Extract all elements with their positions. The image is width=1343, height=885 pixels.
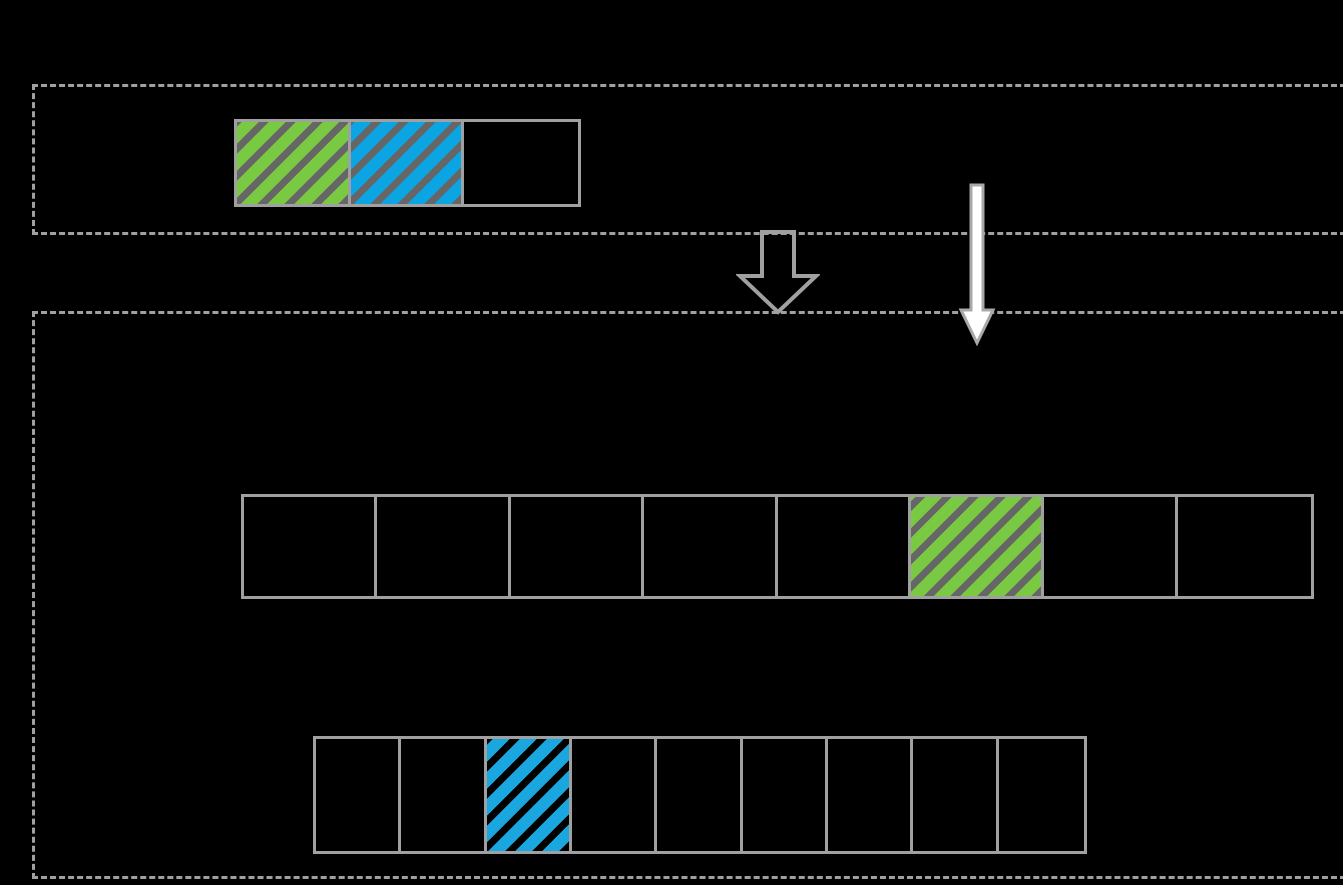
source-cell-2[interactable]	[464, 122, 578, 204]
target-secondary-cell-6[interactable]	[827, 739, 914, 851]
target-secondary-cell-1[interactable]	[401, 739, 487, 851]
target-secondary-cell-3[interactable]	[571, 739, 658, 851]
target-secondary-cell-7[interactable]	[913, 739, 999, 851]
target-primary-cell-1[interactable]	[377, 497, 511, 596]
source-block-row	[234, 119, 581, 207]
target-secondary-cell-5[interactable]	[742, 739, 828, 851]
source-cell-0[interactable]	[237, 122, 351, 204]
arrow-outline-shape	[734, 230, 822, 315]
target-primary-cell-7[interactable]	[1177, 497, 1311, 596]
target-primary-row	[241, 494, 1314, 599]
target-primary-cell-3[interactable]	[644, 497, 778, 596]
thin-arrow-down-solid-svg	[958, 183, 996, 347]
target-primary-cell-2[interactable]	[510, 497, 645, 596]
target-primary-cell-4[interactable]	[777, 497, 911, 596]
thin-arrow-down-solid-icon	[958, 182, 996, 347]
target-primary-cell-0[interactable]	[244, 497, 378, 596]
source-region-container	[32, 84, 1343, 235]
arrow-solid-shape	[958, 183, 996, 347]
target-region-container	[32, 311, 1343, 879]
target-primary-cell-5[interactable]	[910, 497, 1045, 596]
target-secondary-cell-4[interactable]	[657, 739, 743, 851]
target-secondary-cell-2[interactable]	[486, 739, 572, 851]
block-arrow-down-outline-icon	[734, 228, 822, 316]
block-arrow-down-outline-svg	[734, 230, 822, 315]
target-secondary-cell-0[interactable]	[316, 739, 402, 851]
source-cell-1[interactable]	[350, 122, 465, 204]
target-primary-cell-6[interactable]	[1044, 497, 1178, 596]
target-secondary-cell-8[interactable]	[998, 739, 1084, 851]
target-secondary-row	[313, 736, 1087, 854]
